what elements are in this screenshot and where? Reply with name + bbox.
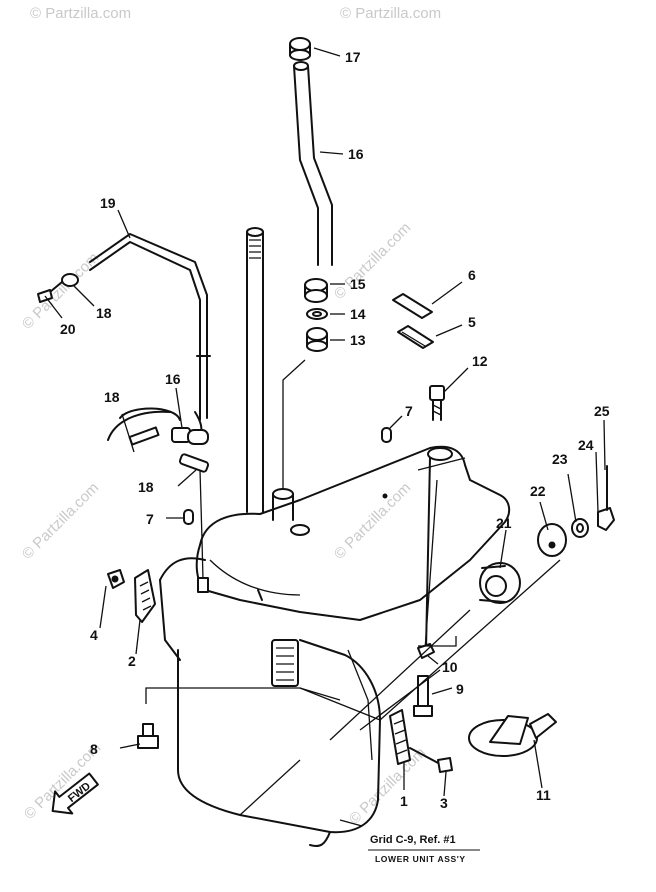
callout-18: 18 — [96, 305, 112, 321]
callout-16: 16 — [165, 371, 181, 387]
callout-19: 19 — [100, 195, 116, 211]
spacer-parts — [392, 293, 434, 349]
callout-23: 23 — [552, 451, 568, 467]
callout-labels: 17 16 19 18 20 15 14 13 6 5 12 7 25 18 1… — [60, 49, 610, 811]
callout-20: 20 — [60, 321, 76, 337]
leader-lines — [44, 47, 606, 827]
callout-6: 6 — [468, 267, 476, 283]
callout-7: 7 — [405, 403, 413, 419]
dowel-pin — [183, 509, 194, 525]
callout-3: 3 — [440, 795, 448, 811]
watermark: © Partzilla.com — [30, 5, 131, 22]
callout-4: 4 — [90, 627, 98, 643]
callout-5: 5 — [468, 314, 476, 330]
caption-ref: Grid C-9, Ref. #1 — [370, 834, 456, 846]
callout-11: 11 — [536, 787, 551, 803]
callout-13: 13 — [350, 332, 366, 348]
callout-17: 17 — [345, 49, 361, 65]
callout-18: 18 — [104, 389, 120, 405]
caption: Grid C-9, Ref. #1 LOWER UNIT ASS'Y — [368, 834, 480, 864]
watermark: © Partzilla.com — [340, 5, 441, 22]
callout-10: 10 — [442, 659, 458, 675]
caption-title: LOWER UNIT ASS'Y — [375, 854, 466, 864]
watermark: © Partzilla.com — [331, 479, 414, 562]
callout-21: 21 — [496, 515, 512, 531]
callout-14: 14 — [350, 306, 366, 322]
callout-22: 22 — [530, 483, 546, 499]
callout-1: 1 — [400, 793, 408, 809]
trim-tab — [468, 713, 557, 757]
callout-24: 24 — [578, 437, 594, 453]
shift-rod — [424, 385, 445, 651]
callout-8: 8 — [90, 741, 98, 757]
water-tube — [282, 37, 333, 488]
callout-16: 16 — [348, 146, 364, 162]
callout-18: 18 — [138, 479, 154, 495]
callout-7: 7 — [146, 511, 154, 527]
callout-15: 15 — [350, 276, 366, 292]
callout-9: 9 — [456, 681, 464, 697]
drive-shaft — [246, 227, 264, 513]
callout-2: 2 — [128, 653, 136, 669]
watermark: © Partzilla.com — [19, 479, 102, 562]
callout-25: 25 — [594, 403, 610, 419]
lower-unit-housing — [159, 445, 511, 848]
propeller-shaft-parts — [479, 465, 615, 604]
watermark: © Partzilla.com — [331, 219, 414, 302]
pilot-hose-assembly — [37, 233, 211, 593]
dowel-pin — [381, 427, 392, 443]
watermark: © Partzilla.com — [346, 744, 429, 827]
callout-12: 12 — [472, 353, 488, 369]
